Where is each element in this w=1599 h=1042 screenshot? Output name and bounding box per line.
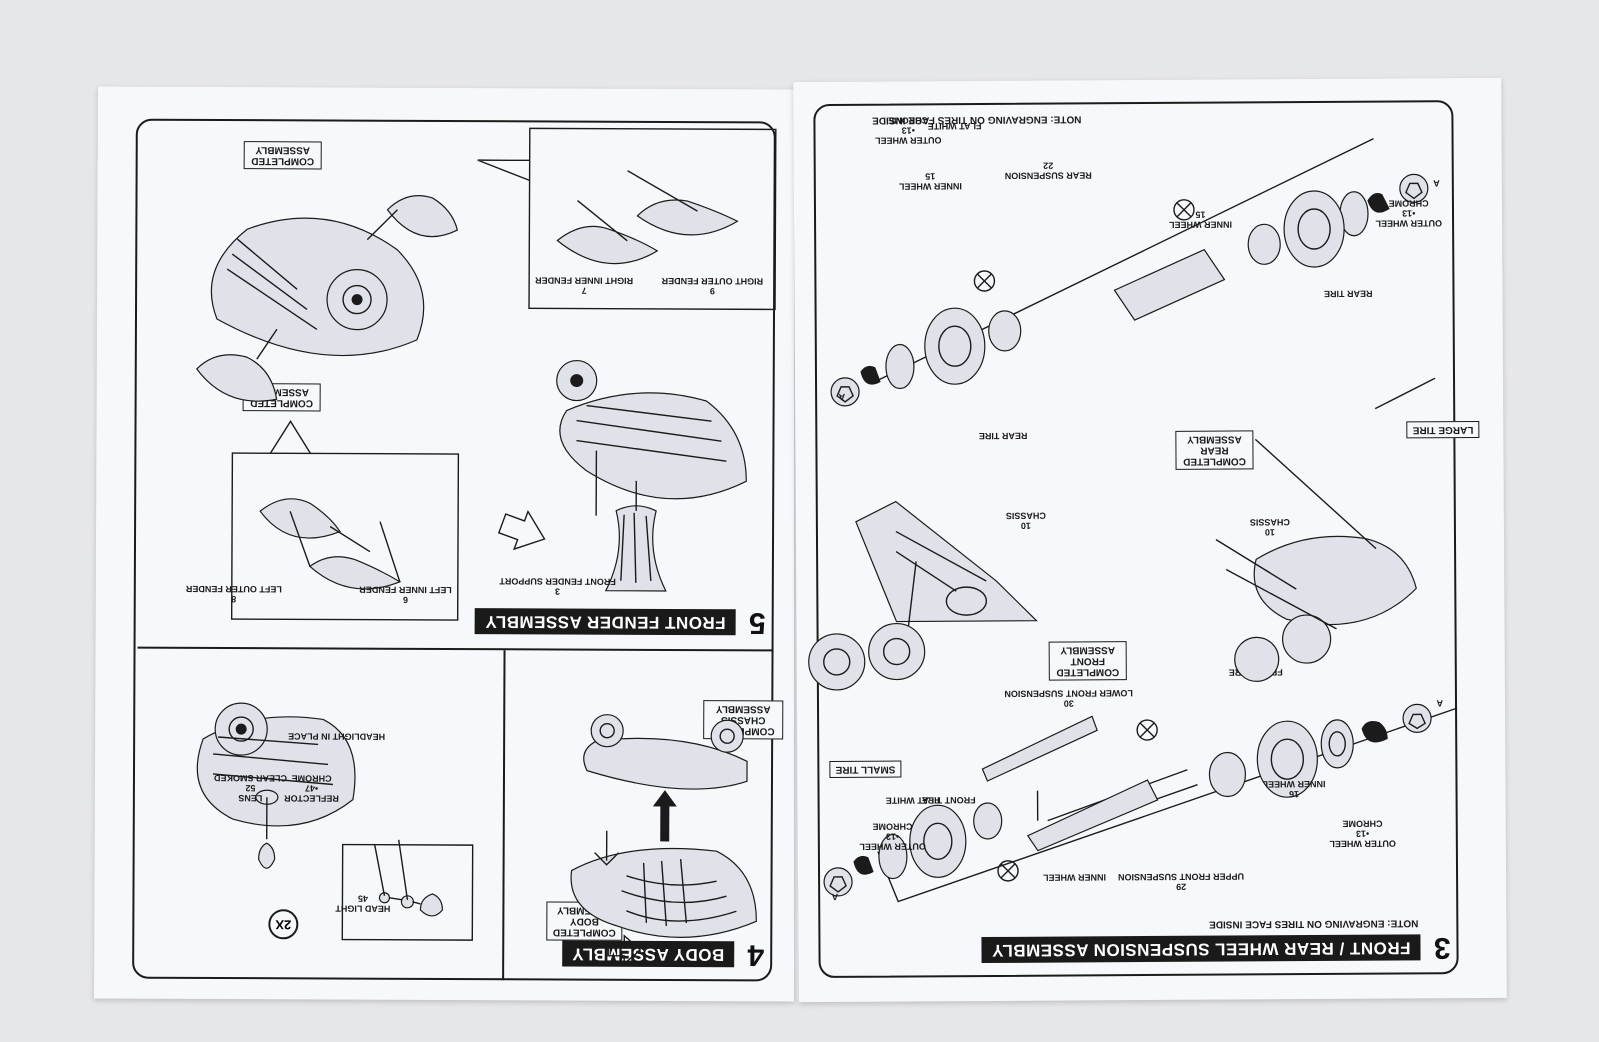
body-assembly-illustration: [570, 714, 757, 938]
step3-number: 3: [1433, 931, 1451, 965]
headlight-in-place-label: HEADLIGHT IN PLACE: [288, 731, 386, 742]
chassis-illustration: [808, 438, 1417, 691]
back-arrow-icon: [607, 934, 642, 966]
flat-white-front-label: FLAT WHITE: [885, 795, 940, 806]
small-tire-tag: SMALL TIRE: [829, 760, 902, 778]
step5-title: FRONT FENDER ASSEMBLY: [474, 608, 736, 636]
quantity-badge: 2X: [268, 909, 299, 940]
rear-tire-right-label: REAR TIRE: [978, 430, 1028, 442]
completed-assembly-illustration: [195, 195, 459, 402]
left-fender-detail: [230, 419, 460, 621]
callout-a-front-left: A: [1436, 698, 1444, 709]
step3-title: FRONT / REAR WHEEL SUSPENSION ASSEMBLY: [981, 934, 1421, 964]
callout-a-front-right: A: [831, 891, 839, 902]
right-instruction-page: 3 FRONT / REAR WHEEL SUSPENSION ASSEMBLY…: [793, 77, 1507, 1003]
step5-number: 5: [748, 606, 766, 640]
callout-a-rear-right: A: [838, 391, 846, 402]
front-suspension-exploded-illustration: [823, 703, 1458, 903]
left-instruction-page: 4 BODY ASSEMBLY COMPLETED BODY ASSEMBLY …: [94, 86, 798, 1002]
callout-a-rear-left: A: [1433, 178, 1440, 189]
rear-suspension-exploded-illustration: [830, 137, 1436, 410]
right-fender-detail: [477, 127, 777, 311]
headlight-illustration: [196, 702, 474, 941]
rear-tire-left-label: REAR TIRE: [1323, 288, 1373, 299]
front-fender-assembly-illustration: [497, 359, 747, 592]
inner-wheel-front-right-label: INNER WHEEL: [1043, 872, 1107, 883]
flat-white-rear-label: FLAT WHITE: [927, 121, 982, 132]
